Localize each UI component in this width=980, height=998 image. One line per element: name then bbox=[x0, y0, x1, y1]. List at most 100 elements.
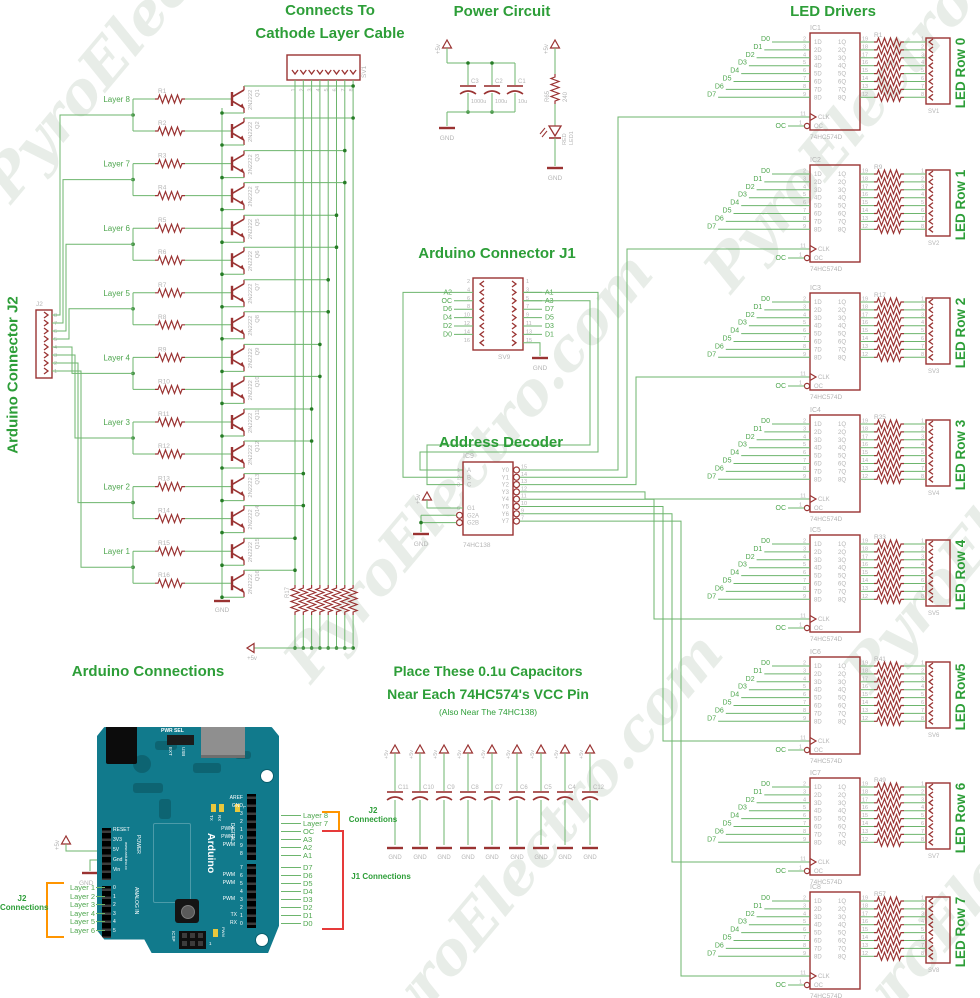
resistor bbox=[874, 676, 904, 688]
schematic-text: 2Q bbox=[838, 430, 846, 436]
npn-transistor bbox=[239, 523, 244, 528]
schematic-text: 9 bbox=[803, 224, 806, 230]
schematic-text: 2N2222 bbox=[248, 251, 254, 271]
schematic-text: C9 bbox=[447, 785, 455, 791]
schematic-text: 3 bbox=[803, 176, 806, 182]
npn-transistor bbox=[239, 297, 244, 302]
digital-header-high[interactable] bbox=[247, 794, 256, 860]
board-pin-label: PWM bbox=[222, 872, 235, 878]
net-label: D3 bbox=[738, 684, 747, 691]
icsp-header[interactable] bbox=[179, 931, 206, 949]
arduino-brand: Arduino bbox=[205, 833, 217, 874]
board-pin-label: 6 bbox=[240, 873, 243, 879]
resistor bbox=[874, 296, 904, 308]
schematic-text: 15 bbox=[862, 200, 868, 206]
schematic-text: R65 bbox=[545, 90, 551, 102]
schematic-text: 13 bbox=[862, 84, 868, 90]
connector-pin bbox=[478, 297, 485, 305]
pin-net-label: OC bbox=[303, 827, 315, 836]
net-label: D0 bbox=[761, 781, 770, 788]
schematic-text: 15 bbox=[526, 338, 532, 344]
schematic-text: 8 bbox=[803, 586, 806, 592]
schematic-text: 6Q bbox=[838, 825, 846, 831]
led-row-connector bbox=[925, 169, 951, 237]
resistor bbox=[874, 918, 904, 931]
net-label: D6 bbox=[715, 942, 724, 949]
schematic-text: 8D bbox=[814, 719, 822, 725]
net-label: D4 bbox=[730, 68, 739, 75]
power-header[interactable] bbox=[102, 828, 111, 880]
schematic-text: 5 bbox=[803, 442, 806, 448]
schematic-text: R12 bbox=[158, 443, 170, 450]
wire-stub bbox=[281, 923, 301, 924]
resistor bbox=[314, 585, 326, 615]
schematic-text: Y4 bbox=[502, 497, 510, 503]
schematic-text: 6 bbox=[333, 88, 339, 91]
schematic-text: R16 bbox=[158, 572, 170, 579]
analog-header[interactable] bbox=[102, 886, 111, 938]
inverter-bubble bbox=[803, 122, 811, 130]
pin-net-label: D1 bbox=[303, 911, 313, 920]
resistor bbox=[874, 895, 904, 907]
connector-pin bbox=[927, 85, 934, 93]
schematic-text: 4 bbox=[803, 434, 806, 440]
schematic-text: 5 bbox=[921, 328, 924, 334]
schematic-text: 3D bbox=[814, 56, 822, 62]
resistor bbox=[155, 448, 185, 460]
schematic-text: 6D bbox=[814, 80, 822, 86]
schematic-text: 6 bbox=[921, 821, 924, 827]
schematic-text: 3 bbox=[921, 184, 924, 190]
schematic-text: Q9 bbox=[255, 348, 261, 356]
npn-transistor bbox=[239, 232, 244, 238]
schematic-text: 8 bbox=[921, 594, 924, 600]
capacitor bbox=[532, 796, 550, 801]
clock-pin bbox=[809, 614, 818, 624]
schematic-text: 8 bbox=[349, 88, 355, 91]
digital-label: DIGITAL bbox=[229, 823, 235, 843]
inverter-bubble bbox=[512, 495, 521, 503]
board-pin-label: 5 bbox=[240, 881, 243, 887]
reset-button[interactable] bbox=[175, 899, 199, 923]
schematic-text: 4 bbox=[803, 911, 806, 917]
reset-button-cap[interactable] bbox=[181, 905, 195, 919]
led-row-label: LED Row 1 bbox=[953, 169, 968, 240]
schematic-text: 4Q bbox=[838, 566, 846, 572]
schematic-text: CLK bbox=[818, 617, 830, 623]
pin-net-label: Layer 6 bbox=[69, 926, 95, 935]
schematic-text: OC bbox=[814, 983, 824, 989]
net-label: D4 bbox=[730, 813, 739, 820]
schematic-text: 1D bbox=[814, 542, 822, 548]
net-label: D2 bbox=[746, 911, 755, 918]
schematic-text: 6D bbox=[814, 825, 822, 831]
schematic-text: LED1 bbox=[569, 131, 575, 145]
schematic-text: 3 bbox=[457, 483, 460, 489]
npn-transistor bbox=[239, 426, 244, 431]
inverter-bubble bbox=[512, 466, 521, 474]
connector-pin bbox=[927, 217, 934, 225]
npn-transistor bbox=[239, 200, 244, 205]
schematic-text: 3D bbox=[814, 801, 822, 807]
schematic-text: 7 bbox=[54, 321, 57, 327]
schematic-text: 13 bbox=[862, 708, 868, 714]
wire-stub bbox=[281, 855, 301, 856]
schematic-text: 74HC574D bbox=[810, 266, 842, 273]
connector-pin bbox=[927, 709, 934, 717]
schematic-text: CLK bbox=[818, 974, 830, 980]
schematic-text: 3 bbox=[803, 546, 806, 552]
net-label: D5 bbox=[723, 336, 732, 343]
resistor bbox=[297, 585, 310, 615]
clock-pin bbox=[809, 112, 818, 122]
connector-pin bbox=[927, 428, 934, 436]
resistor bbox=[155, 577, 185, 589]
gnd-label: GND bbox=[231, 803, 243, 809]
digital-header-low[interactable] bbox=[247, 864, 256, 928]
connector-pin bbox=[927, 822, 934, 831]
schematic-text: 13 bbox=[862, 943, 868, 949]
schematic-text: 8 bbox=[803, 344, 806, 350]
resistor bbox=[874, 449, 904, 462]
schematic-text: 5Q bbox=[838, 72, 846, 78]
schematic-text: 3 bbox=[803, 304, 806, 310]
schematic-text: 6 bbox=[803, 450, 806, 456]
board-pin-label: 8 bbox=[240, 851, 243, 857]
